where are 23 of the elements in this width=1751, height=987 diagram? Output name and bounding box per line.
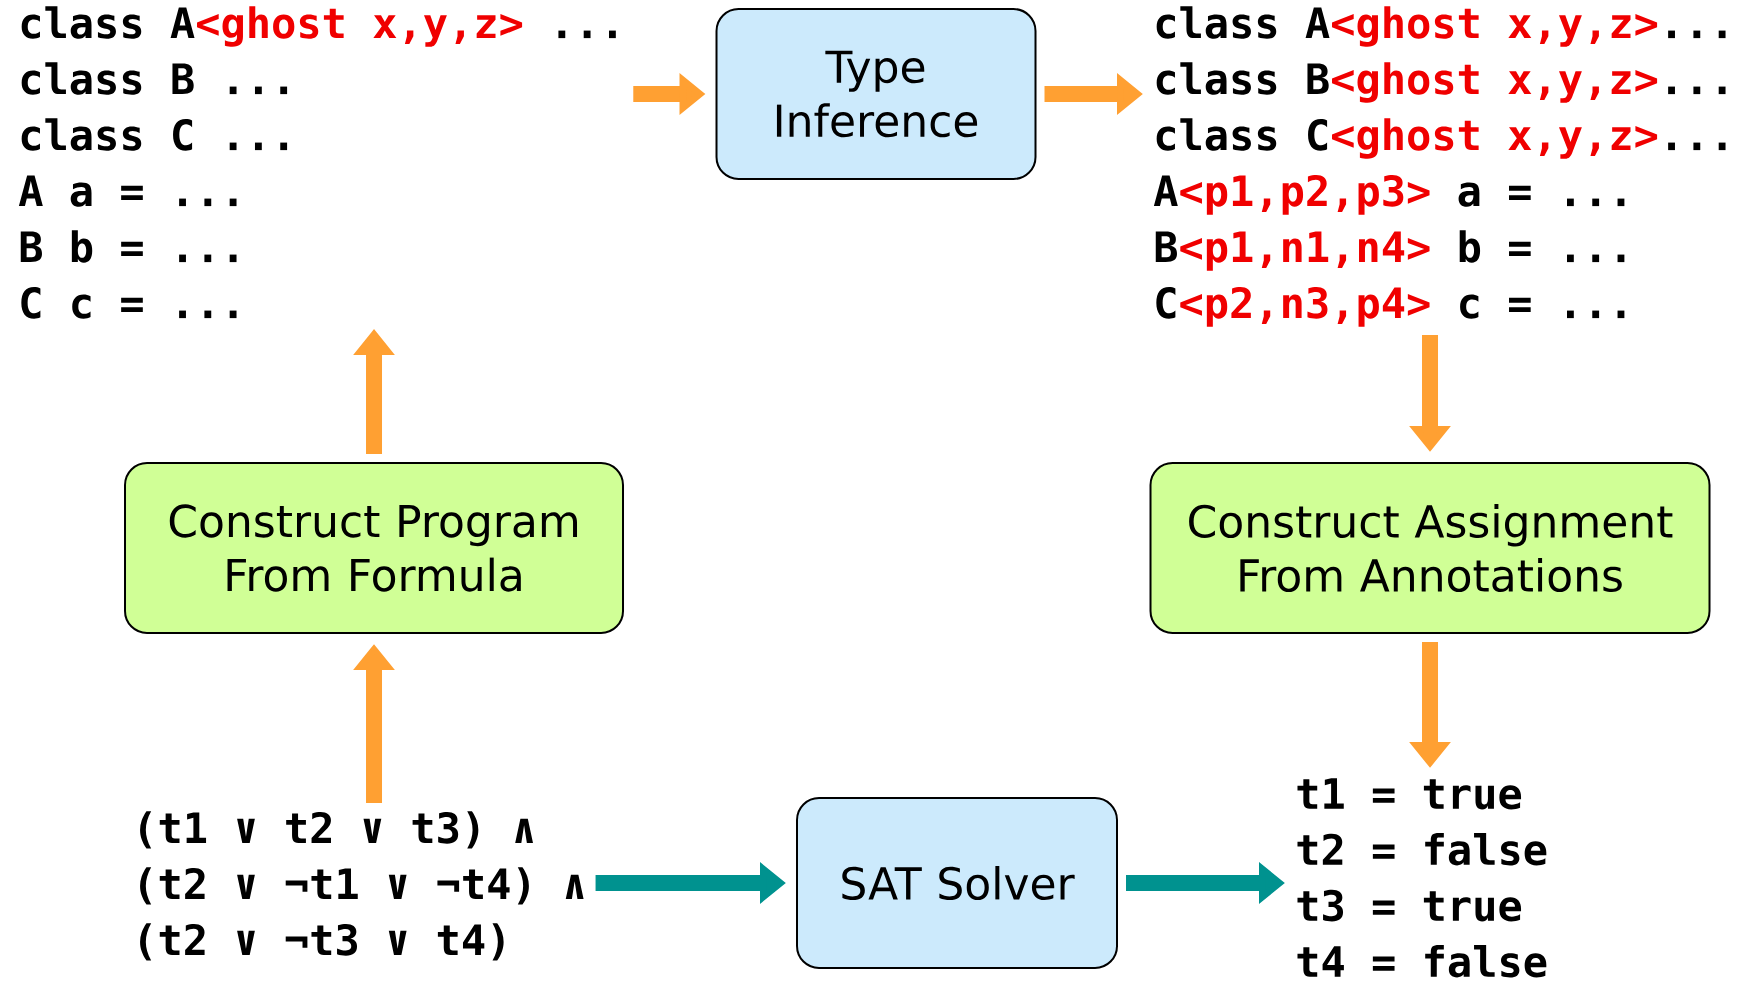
code-line: t2 = false [1297, 832, 1547, 866]
code-line: (t2 ∨ ¬t3 ∨ t4) [140, 923, 504, 961]
code-line: C c = ... [21, 286, 237, 319]
process-box: SAT Solver [796, 797, 1118, 969]
code-line: class A<ghost x,y,z> ... [21, 6, 616, 47]
code-line: class A<ghost x,y,z> ... [1156, 6, 1726, 47]
process-box: Type Inference [715, 8, 1037, 180]
code-line: (t2 ∨ ¬t1 ∨ ¬t4) ∧ [140, 867, 584, 905]
process-box: Construct Assignment From Annotations [1149, 462, 1711, 634]
code-line: class B ... [21, 62, 288, 95]
code-line: B b = ... [20, 230, 237, 263]
code-line: C<p2,n3,p4> c = ... [1156, 286, 1625, 327]
code-line: t4 = false [1297, 944, 1547, 978]
code-line: B<p1,n1,n4> b = ... [1155, 230, 1625, 271]
code-line: class C<ghost x,y,z> ... [1156, 118, 1726, 159]
code-line: class B<ghost x,y,z> ... [1156, 62, 1726, 103]
code-line: A<p1,p2,p3> a = ... [1153, 174, 1625, 215]
code-line: (t1 ∨ t2 ∨ t3) ∧ [140, 811, 533, 849]
code-line: t3 = true [1297, 889, 1522, 922]
code-line: A a = ... [18, 175, 237, 207]
process-box: Construct Program From Formula [124, 462, 624, 634]
code-line: t1 = true [1297, 778, 1522, 810]
code-line: class C ... [21, 118, 288, 151]
